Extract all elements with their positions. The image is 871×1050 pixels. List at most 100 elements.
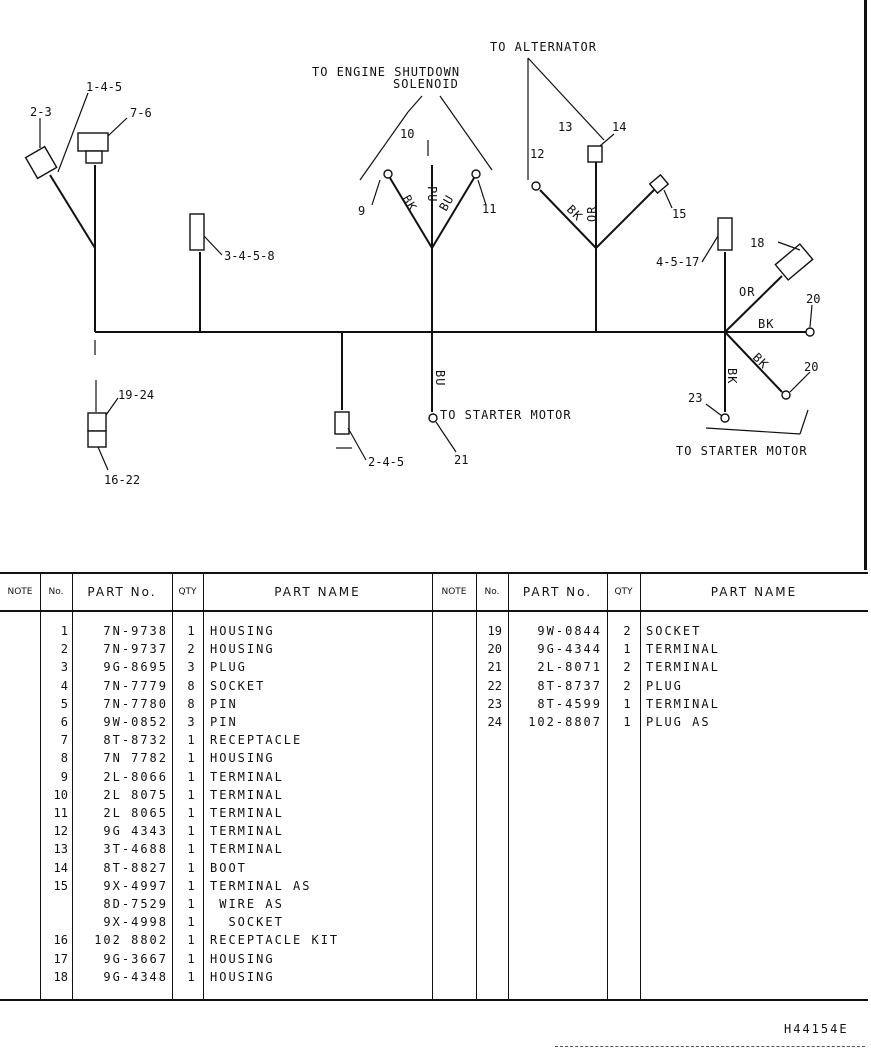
terminal-12 (531, 181, 541, 191)
part-number: 7N 7782 (103, 751, 168, 766)
quantity: 8 (187, 678, 195, 693)
part-number: 9G-4348 (103, 969, 168, 984)
connector-7-6-body (85, 150, 103, 164)
part-name: TERMINAL (210, 787, 284, 802)
leader-19-24 (105, 397, 119, 416)
part-name: HOUSING (210, 951, 275, 966)
wire-code-bu-2: BU (433, 370, 447, 386)
quantity: 1 (187, 824, 195, 839)
col-divider (172, 574, 173, 999)
leader-4-5-17 (701, 235, 719, 263)
part-name: SOCKET (646, 624, 702, 638)
callout-19-24: 19-24 (118, 388, 154, 402)
connector-3-4-5-8 (189, 213, 205, 251)
part-name: TERMINAL (210, 806, 284, 820)
part-name: TERMINAL (646, 642, 720, 657)
leader-2-4-5 (347, 427, 367, 461)
item-number: 6 (60, 715, 68, 729)
item-number: 8 (60, 751, 68, 766)
quantity: 3 (187, 660, 195, 675)
quantity: 1 (623, 696, 631, 711)
col-divider (72, 574, 73, 999)
part-number: 7N-9737 (103, 642, 168, 657)
part-name: TERMINAL (646, 660, 720, 675)
item-number: 22 (487, 678, 502, 693)
wiring-harness-diagram: TO ALTERNATOR TO ENGINE SHUTDOWN SOLENOI… (24, 40, 820, 487)
header-qty-left: QTY (178, 587, 197, 597)
part-name: RECEPTACLE KIT (210, 933, 340, 948)
page-right-border (864, 0, 867, 570)
quantity: 1 (187, 933, 195, 948)
part-number: 9X-4998 (103, 915, 168, 930)
connector-18 (774, 243, 814, 281)
connector-16-22 (87, 430, 107, 448)
part-number: 3T-4688 (103, 842, 168, 857)
callout-9: 9 (358, 204, 365, 218)
part-name: SOCKET (210, 678, 266, 693)
label-to-starter-motor-center: TO STARTER MOTOR (440, 408, 572, 422)
terminal-15-wire (595, 189, 655, 249)
item-number: 18 (53, 969, 68, 984)
callout-3-4-5-8: 3-4-5-8 (224, 249, 275, 263)
callout-21: 21 (454, 453, 468, 467)
leader-16-22 (97, 446, 109, 471)
quantity: 1 (623, 715, 631, 729)
col-divider (203, 574, 204, 999)
part-name: TERMINAL (210, 824, 284, 839)
part-name: HOUSING (210, 624, 275, 638)
callout-20a: 20 (806, 292, 820, 306)
terminal-15 (648, 173, 670, 195)
item-number: 5 (60, 696, 68, 711)
solenoid-bracket-left (359, 111, 409, 181)
alternator-bracket-right (527, 57, 605, 141)
part-number: 102-8807 (528, 715, 602, 729)
part-name: PLUG (210, 660, 247, 675)
label-to-engine-shutdown: TO ENGINE SHUTDOWN (312, 65, 460, 79)
callout-11: 11 (482, 202, 496, 216)
wire-code-bk-3: BK (758, 317, 774, 331)
wire-code-pu: PU (425, 186, 439, 202)
wire-code-or-2: OR (739, 285, 755, 299)
part-number: 9G-4344 (537, 642, 602, 657)
terminal-13-14 (587, 145, 603, 163)
terminal-11 (471, 169, 481, 179)
label-solenoid: SOLENOID (393, 77, 459, 91)
item-number: 17 (53, 951, 68, 966)
item-number: 9 (60, 769, 68, 784)
part-number: 7N-7780 (103, 696, 168, 711)
label-to-alternator: TO ALTERNATOR (490, 40, 597, 54)
item-number: 10 (53, 787, 68, 802)
part-number: 2L-8066 (103, 769, 168, 784)
col-divider (640, 574, 641, 999)
leader-20a (809, 304, 813, 328)
terminal-20b (781, 390, 791, 400)
leader-20b (789, 371, 811, 393)
part-name: RECEPTACLE (210, 733, 303, 748)
quantity: 1 (187, 787, 195, 802)
header-part-no-left: PART No. (87, 585, 157, 599)
leader-21 (435, 421, 457, 453)
part-number: 8T-8737 (537, 678, 602, 693)
terminal-20b-wire (724, 331, 783, 393)
terminal-12-wire (539, 189, 597, 249)
starter-bracket (705, 427, 801, 435)
col-divider (432, 574, 433, 999)
quantity: 1 (187, 969, 195, 984)
leader-14 (599, 133, 615, 147)
part-number: 8T-8827 (103, 860, 168, 875)
part-number: 8D-7529 (103, 897, 168, 911)
leader-23 (705, 403, 723, 417)
wire-code-bk-1: BK (399, 193, 419, 214)
item-number: 12 (53, 824, 68, 839)
